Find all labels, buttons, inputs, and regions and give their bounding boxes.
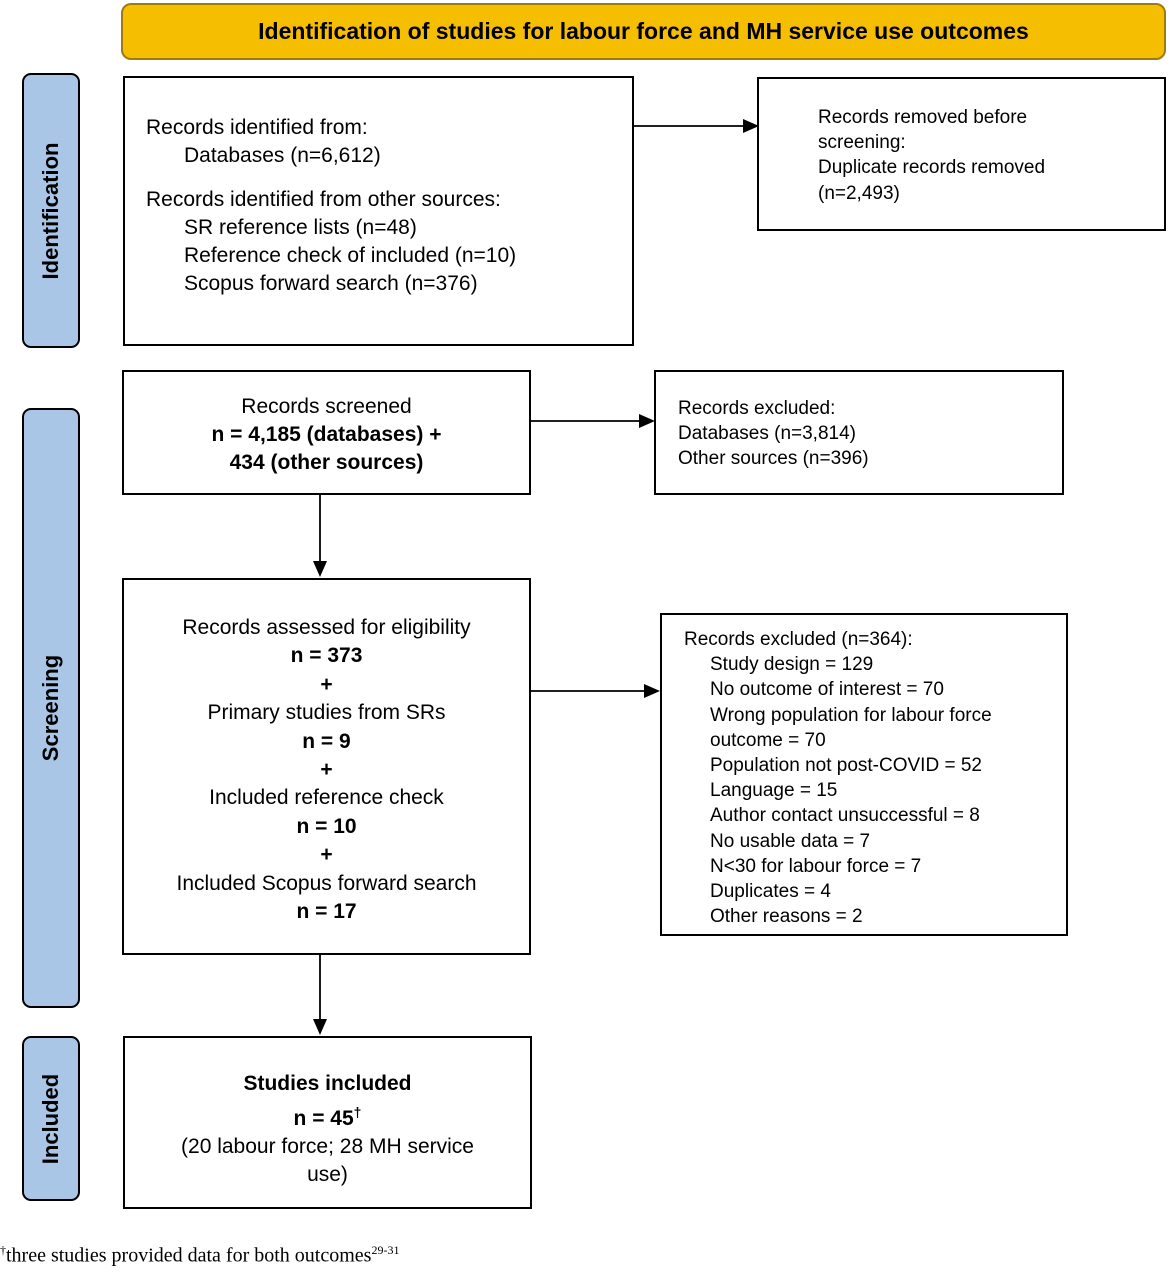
dagger-mark: † <box>353 1104 362 1120</box>
eligibility-line-8: n = 17 <box>296 900 357 924</box>
exclusion-reason: Population not post-COVID = 52 <box>710 755 982 777</box>
eligibility-line-5: Included reference check <box>209 786 444 810</box>
phase-identification: Identification <box>22 73 80 348</box>
footnote-text: three studies provided data for both out… <box>6 1244 372 1267</box>
footnote: †three studies provided data for both ou… <box>0 1243 399 1268</box>
id-line-3: Records identified from other sources: <box>146 188 501 211</box>
exclusion-reason: outcome = 70 <box>710 729 826 751</box>
screened-line-3: 434 (other sources) <box>229 451 424 474</box>
id-line-6: Scopus forward search (n=376) <box>184 272 478 295</box>
arrowhead-to-eligibility <box>313 561 327 577</box>
included-line-1: Studies included <box>243 1072 412 1095</box>
exclusion-reason: Duplicates = 4 <box>710 881 831 903</box>
exclusion-reason: Study design = 129 <box>710 654 874 676</box>
identification-box: Records identified from: Databases (n=6,… <box>123 76 634 346</box>
phase-screening: Screening <box>22 408 80 1008</box>
removed-box: Records removed before screening: Duplic… <box>757 77 1166 231</box>
id-line-2: Databases (n=6,612) <box>184 144 381 167</box>
excluded1-line-2: Databases (n=3,814) <box>678 423 856 445</box>
exclusion-reason: No usable data = 7 <box>710 830 871 852</box>
eligibility-plus-1: + <box>320 672 333 696</box>
included-line-2-wrap: n = 45† <box>125 1098 530 1133</box>
arrowhead-to-excluded1 <box>639 414 655 428</box>
excluded1-box: Records excluded: Databases (n=3,814) Ot… <box>654 370 1064 495</box>
exclusion-reason: Language = 15 <box>710 780 838 802</box>
header-title: Identification of studies for labour for… <box>258 18 1029 44</box>
exclusion-reason: Wrong population for labour force <box>710 704 992 726</box>
id-line-5: Reference check of included (n=10) <box>184 244 517 267</box>
arrowhead-to-removed <box>743 119 759 133</box>
arrowhead-to-included <box>313 1019 327 1035</box>
eligibility-line-1: Records assessed for eligibility <box>182 616 471 639</box>
excluded2-box: Records excluded (n=364): Study design =… <box>660 613 1068 936</box>
diagram-header: Identification of studies for labour for… <box>121 3 1166 60</box>
eligibility-plus-3: + <box>320 843 333 867</box>
excluded1-line-3: Other sources (n=396) <box>678 448 869 470</box>
removed-line-4: (n=2,493) <box>818 182 900 204</box>
removed-line-1: Records removed before <box>818 107 1028 128</box>
included-line-3: (20 labour force; 28 MH service <box>181 1135 474 1158</box>
exclusion-reason: N<30 for labour force = 7 <box>710 855 922 877</box>
eligibility-line-2: n = 373 <box>290 644 363 668</box>
id-line-1: Records identified from: <box>146 116 368 139</box>
excluded1-line-1: Records excluded: <box>678 398 836 419</box>
arrowhead-to-excluded2 <box>644 684 660 698</box>
excluded2-title: Records excluded (n=364): <box>684 629 913 650</box>
screened-box: Records screened n = 4,185 (databases) +… <box>122 370 531 495</box>
footnote-dagger: † <box>0 1243 6 1257</box>
eligibility-box: Records assessed for eligibility n = 373… <box>122 578 531 955</box>
footnote-refs: 29-31 <box>371 1243 400 1257</box>
included-line-2: n = 45 <box>293 1107 354 1130</box>
screened-line-1: Records screened <box>241 395 412 418</box>
exclusion-reason: Author contact unsuccessful = 8 <box>710 805 980 827</box>
eligibility-plus-2: + <box>320 758 333 782</box>
eligibility-line-6: n = 10 <box>296 814 357 838</box>
included-box: Studies included n = 45† (20 labour forc… <box>123 1036 532 1209</box>
phase-included: Included <box>22 1036 80 1201</box>
eligibility-line-4: n = 9 <box>302 729 351 753</box>
removed-line-3: Duplicate records removed <box>818 157 1046 179</box>
screened-line-2: n = 4,185 (databases) + <box>211 423 442 446</box>
removed-line-2: screening: <box>818 132 906 154</box>
eligibility-line-7: Included Scopus forward search <box>176 871 477 895</box>
id-line-4: SR reference lists (n=48) <box>184 216 417 239</box>
eligibility-line-3: Primary studies from SRs <box>207 701 446 725</box>
exclusion-reason: Other reasons = 2 <box>710 906 863 928</box>
exclusion-reason: No outcome of interest = 70 <box>710 679 944 701</box>
included-line-4: use) <box>307 1163 348 1186</box>
